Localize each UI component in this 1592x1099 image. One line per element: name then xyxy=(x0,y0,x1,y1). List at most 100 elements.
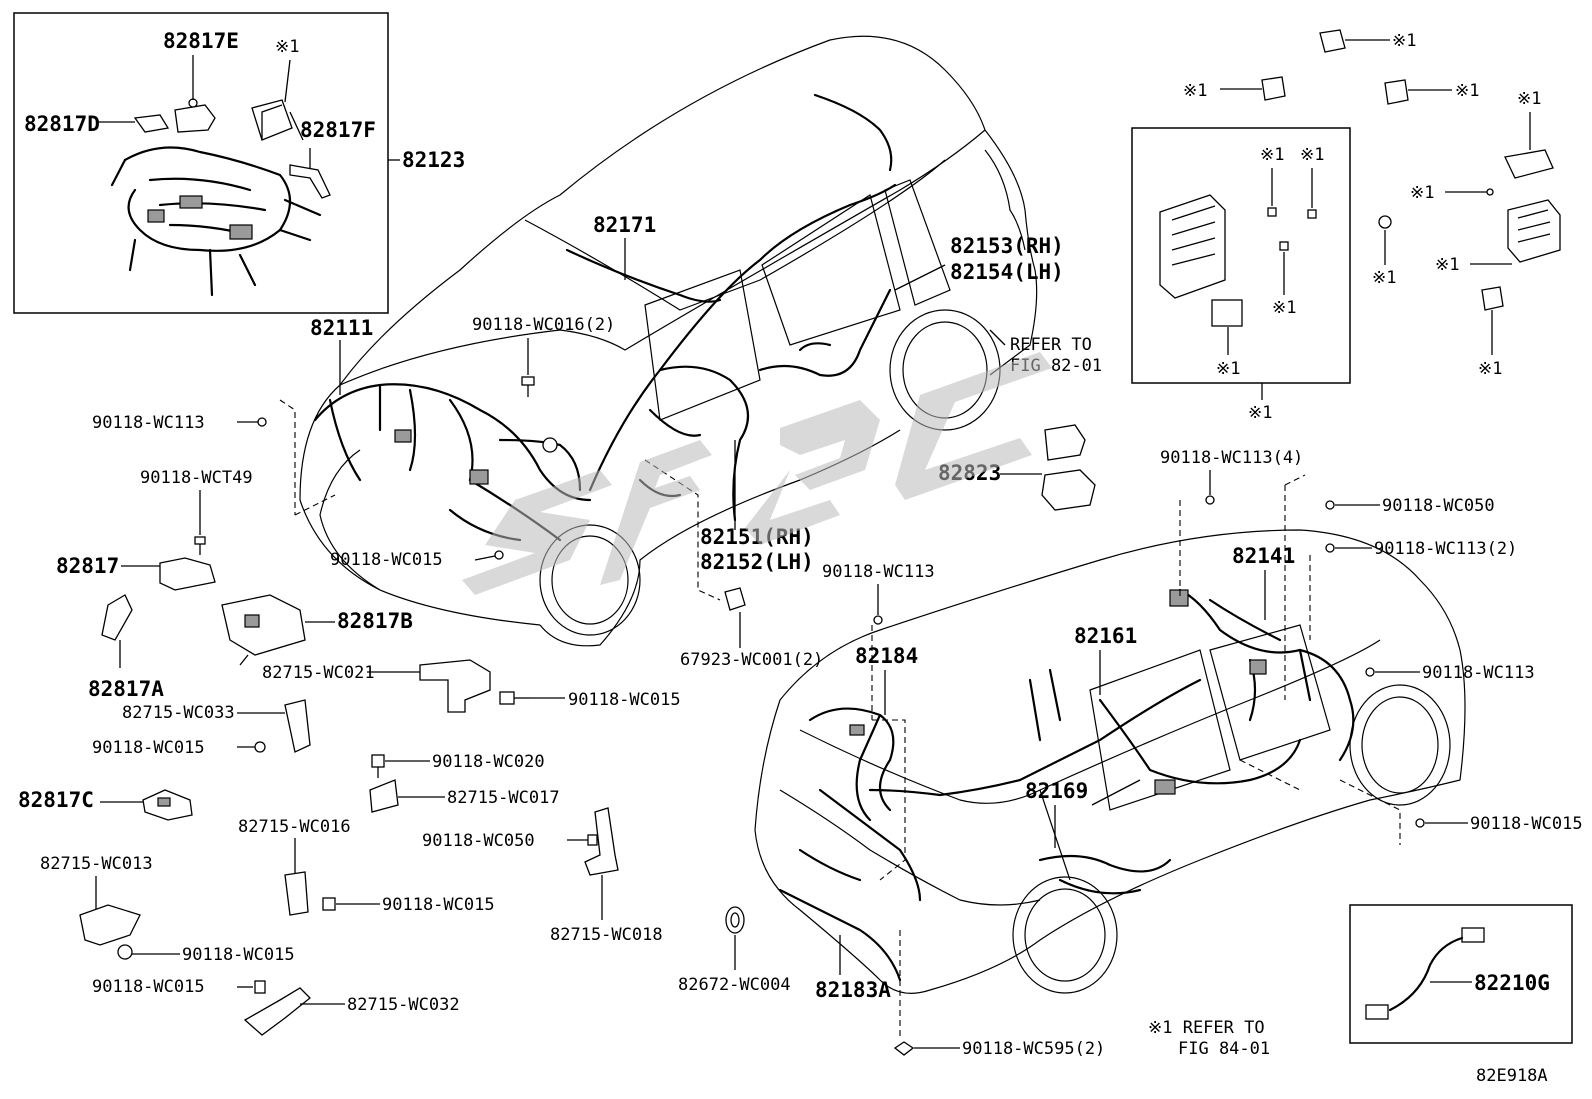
label-90118-wc015-d: 90118-WC015 xyxy=(382,895,495,915)
refer-fig-84-01-line2: FIG 84-01 xyxy=(1178,1039,1270,1059)
bracket-82715-wc013 xyxy=(79,904,141,946)
label-82123: 82123 xyxy=(402,148,465,172)
clip-wc015-g xyxy=(1415,818,1425,828)
relay-top xyxy=(1319,29,1346,53)
label-82141: 82141 xyxy=(1232,544,1295,568)
bracket-82715-wc017 xyxy=(369,779,399,813)
note-mark: ※1 xyxy=(1260,145,1284,165)
sub-harness-82210G xyxy=(1365,927,1485,1020)
diagram-code: 82E918A xyxy=(1476,1066,1548,1086)
connector-82817E xyxy=(174,98,216,133)
connector-82817C xyxy=(142,789,193,821)
label-82715-wc021: 82715-WC021 xyxy=(262,663,375,683)
grommet-note xyxy=(1378,215,1392,229)
note-mark: ※1 xyxy=(1517,89,1541,109)
label-82210G: 82210G xyxy=(1474,971,1550,995)
label-82184: 82184 xyxy=(855,644,918,668)
label-82111: 82111 xyxy=(310,316,373,340)
note-mark: ※1 xyxy=(1248,403,1272,423)
clip-wc113-a xyxy=(257,417,267,427)
label-90118-wc016-2: 90118-WC016(2) xyxy=(472,315,615,335)
bolt-90118-wc015-f xyxy=(254,980,266,994)
note-mark: ※1 xyxy=(1216,359,1240,379)
note-mark: ※1 xyxy=(1300,145,1324,165)
label-82715-wc017: 82715-WC017 xyxy=(447,788,560,808)
label-90118-wc113-a: 90118-WC113 xyxy=(92,413,205,433)
inset-box-82123 xyxy=(13,12,389,314)
clip-wc113-2 xyxy=(1325,543,1335,553)
clip-wc595 xyxy=(893,1041,915,1056)
note-mark: ※1 xyxy=(1392,31,1416,51)
fuse-box xyxy=(1507,199,1561,263)
note-mark: ※1 xyxy=(1478,359,1502,379)
connector-82817D xyxy=(133,114,170,133)
label-90118-wc015-b: 90118-WC015 xyxy=(568,690,681,710)
roof-harness-82153 xyxy=(758,93,893,377)
instrument-panel-harness-drawing xyxy=(110,146,322,297)
bolt-90118-wc015-e xyxy=(117,944,133,960)
bolt-90118-wc016 xyxy=(521,376,535,397)
label-82169: 82169 xyxy=(1025,779,1088,803)
label-82154-lh: 82154(LH) xyxy=(950,260,1064,284)
label-90118-wc113-4: 90118-WC113(4) xyxy=(1160,448,1303,468)
clamp-67923-wc001 xyxy=(724,587,746,611)
inset-box-junction-block xyxy=(1131,127,1351,384)
label-82715-wc013: 82715-WC013 xyxy=(40,854,153,874)
ecu-note-part xyxy=(251,99,293,141)
label-82672-wc004: 82672-WC004 xyxy=(678,975,791,995)
label-90118-wc113-b: 90118-WC113 xyxy=(822,562,935,582)
label-90118-wc113-c: 90118-WC113 xyxy=(1422,663,1535,683)
refer-fig-82-01-line1: REFER TO xyxy=(1010,335,1092,355)
label-90118-wc595-2: 90118-WC595(2) xyxy=(962,1039,1105,1059)
label-90118-wc020: 90118-WC020 xyxy=(432,752,545,772)
sensor-82823 xyxy=(1041,424,1096,511)
label-82817D: 82817D xyxy=(24,112,100,136)
label-82153-rh: 82153(RH) xyxy=(950,234,1064,258)
label-82715-wc016: 82715-WC016 xyxy=(238,817,351,837)
label-82817F: 82817F xyxy=(300,118,376,142)
junction-block xyxy=(1159,194,1243,327)
label-82715-wc033: 82715-WC033 xyxy=(122,703,235,723)
bracket-82715-wc016 xyxy=(284,871,309,916)
label-90118-wc050-a: 90118-WC050 xyxy=(422,831,535,851)
label-90118-wct49: 90118-WCT49 xyxy=(140,468,253,488)
bracket-82715-wc018 xyxy=(584,807,619,876)
label-90118-wc015-g: 90118-WC015 xyxy=(1470,814,1583,834)
label-82817B: 82817B xyxy=(337,609,413,633)
label-82817: 82817 xyxy=(56,554,119,578)
watermark-logo xyxy=(462,352,1052,595)
bracket-82715-wc033 xyxy=(284,699,311,753)
relay-left xyxy=(1261,76,1286,101)
label-90118-wc015-c: 90118-WC015 xyxy=(92,738,205,758)
sensor-82817A xyxy=(101,594,133,668)
label-82171: 82171 xyxy=(593,213,656,237)
label-82183A: 82183A xyxy=(815,978,891,1002)
label-90118-wc050-b: 90118-WC050 xyxy=(1382,496,1495,516)
fuse-cover xyxy=(1504,149,1554,179)
cowl-harness-82171 xyxy=(565,248,722,303)
relay-middle xyxy=(1384,79,1409,105)
rear-harnesses xyxy=(778,588,1355,982)
bolt-90118-wc020 xyxy=(371,754,385,778)
bolt-90118-wc015-b xyxy=(499,691,530,705)
label-90118-wc113-2: 90118-WC113(2) xyxy=(1374,539,1517,559)
label-67923-wc001-2: 67923-WC001(2) xyxy=(680,650,823,670)
label-90118-wc015-a: 90118-WC015 xyxy=(330,550,443,570)
note-mark: ※1 xyxy=(1372,268,1396,288)
note-mark: ※1 xyxy=(1410,183,1434,203)
label-82161: 82161 xyxy=(1074,624,1137,648)
label-90118-wc015-f: 90118-WC015 xyxy=(92,977,205,997)
bracket-82715-wc021 xyxy=(419,659,491,713)
label-82817C: 82817C xyxy=(18,788,94,812)
note-mark: ※1 xyxy=(275,37,299,57)
note-mark: ※1 xyxy=(1435,255,1459,275)
rear-vehicle-outline xyxy=(754,529,1466,994)
connector-82817B xyxy=(221,594,306,666)
label-82715-wc032: 82715-WC032 xyxy=(347,995,460,1015)
bolt-90118-wc015-d xyxy=(322,897,336,911)
inset-box-82210G xyxy=(1349,904,1573,1044)
grommet-82672-wc004 xyxy=(725,906,745,934)
label-82817E: 82817E xyxy=(163,29,239,53)
label-90118-wc015-e: 90118-WC015 xyxy=(182,945,295,965)
